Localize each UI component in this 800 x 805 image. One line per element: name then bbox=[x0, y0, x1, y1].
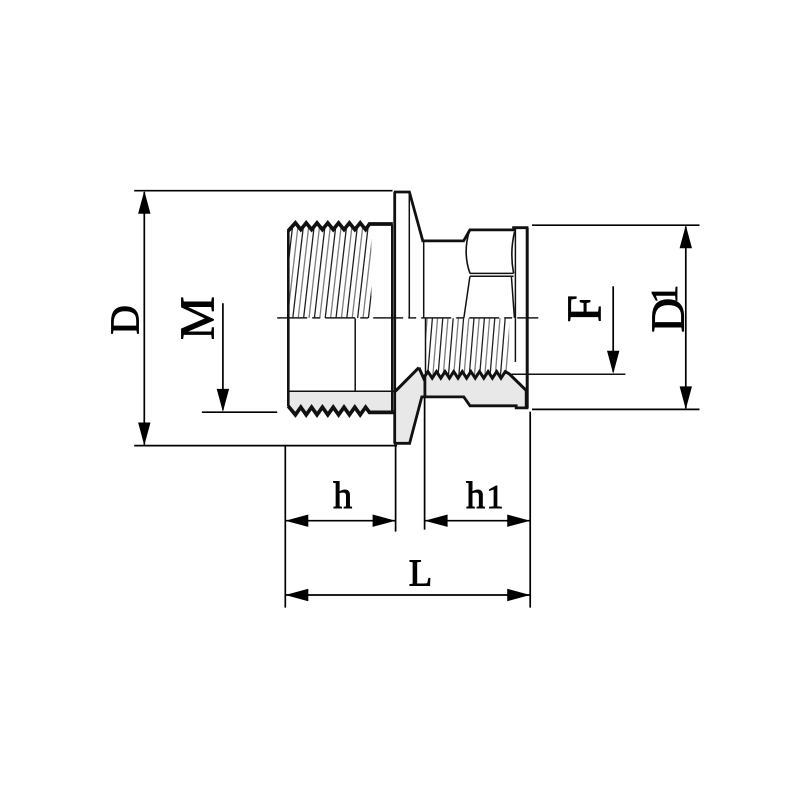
svg-text:D: D bbox=[101, 305, 147, 335]
svg-text:M: M bbox=[170, 296, 225, 340]
svg-text:1: 1 bbox=[644, 285, 686, 304]
svg-text:F: F bbox=[557, 295, 612, 322]
svg-text:L: L bbox=[409, 553, 433, 595]
svg-text:D: D bbox=[642, 298, 695, 333]
svg-text:h: h bbox=[333, 475, 352, 517]
svg-text:h: h bbox=[466, 475, 485, 517]
svg-text:1: 1 bbox=[487, 479, 504, 516]
